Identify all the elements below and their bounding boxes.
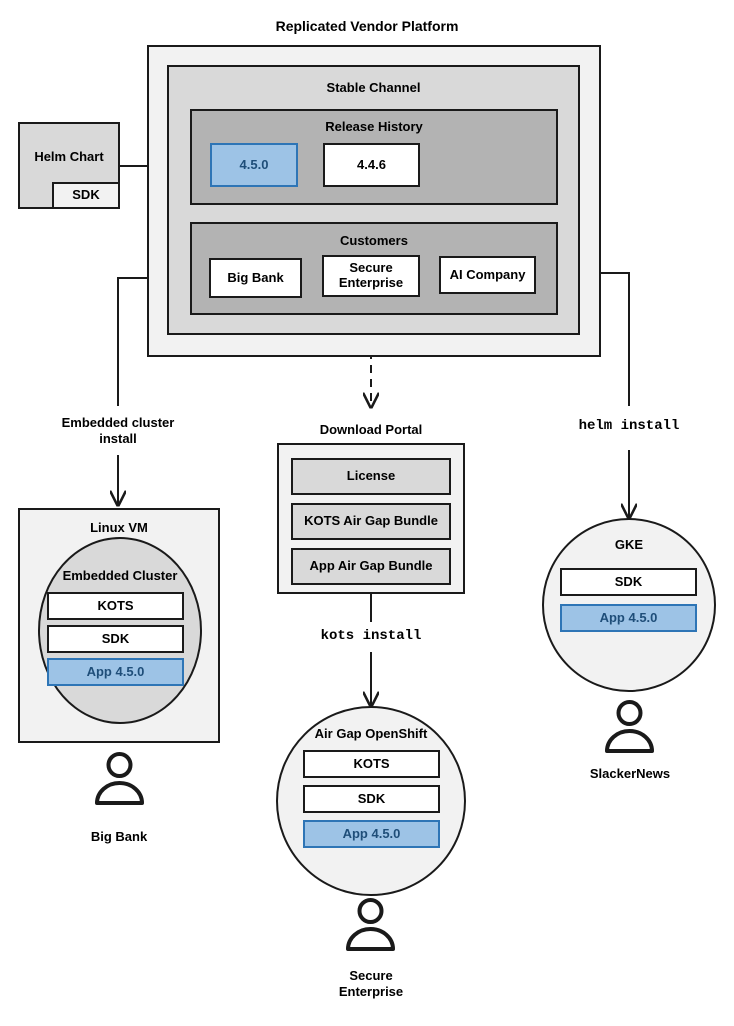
- component-label: App 4.5.0: [342, 825, 401, 841]
- embedded-cluster-title: Embedded Cluster: [62, 568, 178, 583]
- edge-label-embedded-cluster-install: Embedded cluster install: [38, 415, 198, 448]
- openshift-component-sdk[interactable]: SDK: [303, 785, 440, 813]
- component-label: App 4.5.0: [599, 609, 658, 625]
- linux-vm-component-kots[interactable]: KOTS: [47, 592, 184, 620]
- actor-label-line-1: Secure: [349, 968, 393, 983]
- actor-icon-secure-enterprise: [346, 898, 395, 951]
- component-label: App 4.5.0: [86, 663, 145, 679]
- release-version-label: 4.5.0: [239, 156, 269, 172]
- actor-label-line-2: Enterprise: [338, 984, 404, 1000]
- customer-name: Secure Enterprise: [338, 260, 404, 290]
- linux-vm-component-app[interactable]: App 4.5.0: [47, 658, 184, 686]
- edge-label-line-2: install: [99, 431, 137, 447]
- edge-label-kots-install: kots install: [320, 628, 422, 644]
- artifact-label: License: [346, 468, 396, 484]
- download-portal-artifact-app-air-gap-bundle[interactable]: App Air Gap Bundle: [291, 548, 451, 585]
- customer-card-secure-enterprise[interactable]: Secure Enterprise: [322, 255, 420, 297]
- customer-card-big-bank[interactable]: Big Bank: [209, 258, 302, 298]
- component-label: KOTS: [353, 755, 390, 771]
- actor-label-slackernews: SlackerNews: [589, 766, 671, 781]
- customer-name: Big Bank: [227, 269, 284, 285]
- air-gap-openshift-title: Air Gap OpenShift: [314, 726, 428, 741]
- actor-label-big-bank: Big Bank: [90, 829, 148, 844]
- page-title: Replicated Vendor Platform: [275, 18, 459, 34]
- component-label: SDK: [101, 630, 130, 646]
- customer-card-ai-company[interactable]: AI Company: [439, 256, 536, 294]
- release-history-title: Release History: [325, 119, 423, 134]
- actor-icon-big-bank: [95, 752, 144, 805]
- release-card-4-4-6[interactable]: 4.4.6: [323, 143, 420, 187]
- openshift-component-kots[interactable]: KOTS: [303, 750, 440, 778]
- stable-channel-title: Stable Channel: [326, 80, 421, 95]
- customer-name: AI Company: [449, 266, 526, 282]
- edge-label-line-1: Embedded cluster: [61, 415, 175, 430]
- component-label: SDK: [614, 573, 643, 589]
- component-label: KOTS: [97, 597, 134, 613]
- actor-label-secure-enterprise: Secure Enterprise: [301, 968, 441, 1001]
- gke-component-sdk[interactable]: SDK: [560, 568, 697, 596]
- helm-chart-label: Helm Chart: [34, 149, 104, 164]
- actor-icon-slackernews: [605, 700, 654, 753]
- customers-title: Customers: [340, 233, 408, 248]
- helm-chart-node[interactable]: Helm Chart: [18, 122, 120, 209]
- openshift-component-app[interactable]: App 4.5.0: [303, 820, 440, 848]
- helm-chart-sdk-label: SDK: [72, 187, 100, 203]
- download-portal-title: Download Portal: [319, 422, 423, 437]
- gke-title: GKE: [614, 537, 644, 552]
- edge-label-helm-install: helm install: [578, 418, 680, 434]
- download-portal-artifact-license[interactable]: License: [291, 458, 451, 495]
- linux-vm-title: Linux VM: [90, 520, 148, 535]
- component-label: SDK: [357, 790, 386, 806]
- artifact-label: KOTS Air Gap Bundle: [304, 513, 438, 529]
- gke-component-app[interactable]: App 4.5.0: [560, 604, 697, 632]
- artifact-label: App Air Gap Bundle: [309, 558, 433, 574]
- release-card-4-5-0[interactable]: 4.5.0: [210, 143, 298, 187]
- helm-chart-sdk-node[interactable]: SDK: [52, 182, 120, 209]
- download-portal-artifact-kots-air-gap-bundle[interactable]: KOTS Air Gap Bundle: [291, 503, 451, 540]
- linux-vm-component-sdk[interactable]: SDK: [47, 625, 184, 653]
- release-version-label: 4.4.6: [357, 156, 386, 172]
